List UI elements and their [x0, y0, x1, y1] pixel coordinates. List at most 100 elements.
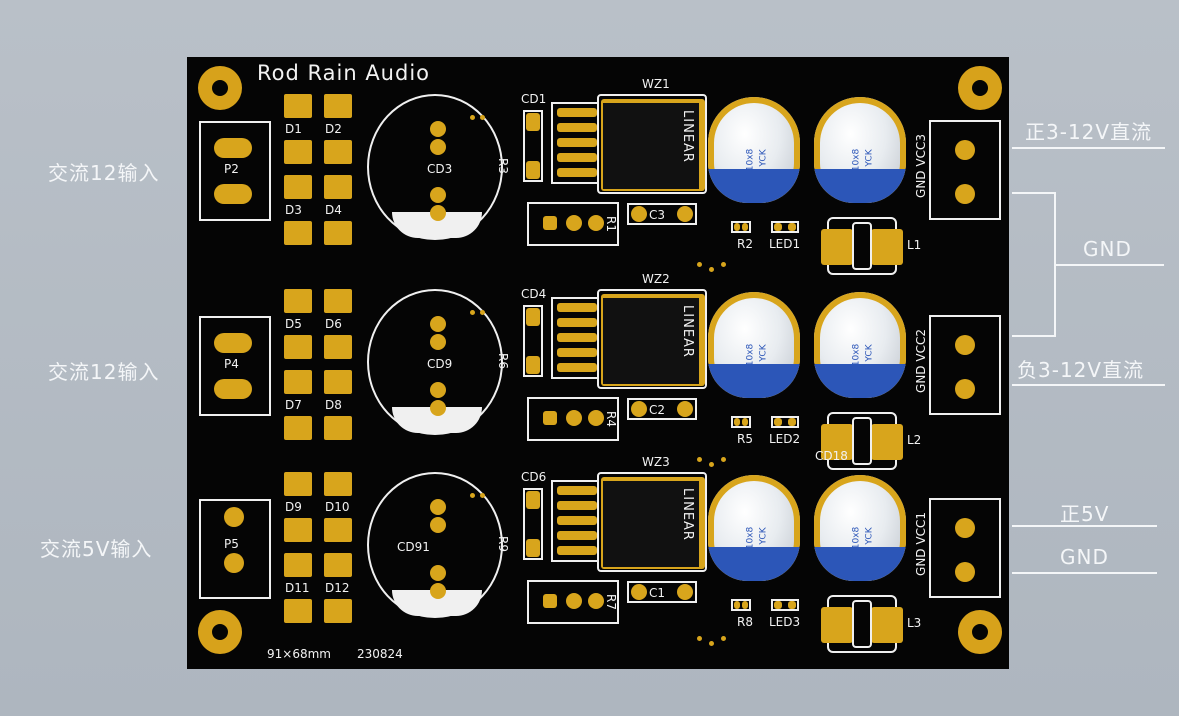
via	[470, 115, 475, 120]
inductor-coil	[852, 600, 872, 648]
bulk-cap-label: CD3	[427, 162, 453, 176]
cap-marking-brand: YCK	[864, 344, 875, 362]
diode-pad	[324, 416, 352, 440]
input-pad	[214, 333, 252, 353]
diode-label: D5	[285, 317, 302, 331]
bulk-cap-pin	[430, 517, 446, 533]
output-pin	[955, 562, 975, 582]
small-cap-pad	[526, 308, 540, 326]
small-cap-label: CD6	[521, 470, 547, 484]
via	[709, 462, 714, 467]
input-pad	[214, 184, 252, 204]
inductor-pad	[821, 229, 853, 265]
cap-marking-brand: YCK	[758, 344, 769, 362]
cap-small-pin	[631, 401, 647, 417]
diode-pad	[324, 599, 352, 623]
via	[721, 457, 726, 462]
inductor-pad	[821, 607, 853, 643]
output-pin	[955, 184, 975, 204]
cap-small-label: C2	[649, 403, 666, 417]
diode-pad	[284, 553, 312, 577]
regulator-lead	[557, 168, 597, 177]
small-cap-pad	[526, 113, 540, 131]
diode-pad	[324, 335, 352, 359]
regulator-label: WZ3	[642, 455, 670, 469]
diode-pad	[284, 370, 312, 394]
bulk-cap-pin	[430, 316, 446, 332]
resistor-a-label: R9	[495, 536, 510, 552]
resistor-b-pin	[566, 410, 582, 426]
led-pad	[774, 223, 782, 231]
via	[480, 493, 485, 498]
diode-pad	[284, 599, 312, 623]
input-label-1: 交流12输入	[48, 161, 160, 185]
cap-small-outline	[627, 581, 697, 603]
led-pad	[774, 418, 782, 426]
via	[721, 636, 726, 641]
mounting-hole-tl	[198, 66, 242, 110]
via	[709, 641, 714, 646]
extra-cap-label: CD18	[815, 449, 848, 463]
cap-marking-size: 10x8	[745, 526, 756, 550]
regulator-lead	[557, 333, 597, 342]
input-connector-outline	[199, 316, 271, 416]
resistor-c-label: R2	[737, 237, 753, 251]
resistor-b-outline	[527, 397, 619, 441]
resistor-c-label: R5	[737, 432, 753, 446]
output-neg-line	[1012, 384, 1165, 386]
regulator-lead	[557, 138, 597, 147]
electrolytic-cap	[708, 475, 800, 581]
led-label: LED1	[769, 237, 801, 251]
small-cap-pad	[526, 161, 540, 179]
inductor-coil	[852, 417, 872, 465]
diode-pad	[324, 94, 352, 118]
led-label: LED2	[769, 432, 801, 446]
diode-pad	[324, 370, 352, 394]
board-date: 230824	[357, 647, 403, 661]
diode-pad	[324, 289, 352, 313]
via	[697, 457, 702, 462]
input-pad	[214, 379, 252, 399]
cap-marking-brand: YCK	[758, 527, 769, 545]
resistor-c-pad	[742, 223, 748, 231]
inductor-label: L1	[907, 238, 922, 252]
output-pin	[955, 140, 975, 160]
cap-small-label: C1	[649, 586, 666, 600]
resistor-c-outline	[731, 221, 751, 233]
cap-small-label: C3	[649, 208, 666, 222]
diode-label: D1	[285, 122, 302, 136]
output-pin	[955, 518, 975, 538]
output-5v-label: 正5V	[1060, 502, 1110, 526]
led-pad	[788, 223, 796, 231]
led-pad	[788, 418, 796, 426]
regulator-lead	[557, 348, 597, 357]
mounting-hole-tr	[958, 66, 1002, 110]
resistor-b-outline	[527, 580, 619, 624]
cap-marking-size: 10x8	[745, 148, 756, 172]
cap-marking-size: 10x8	[745, 343, 756, 367]
bulk-cap-pin	[430, 205, 446, 221]
regulator-body	[603, 103, 699, 189]
output-pos-label: 正3-12V直流	[1025, 120, 1153, 144]
led-pad	[774, 601, 782, 609]
diode-pad	[324, 518, 352, 542]
cap-marking-brand: YCK	[758, 149, 769, 167]
gnd-bracket-bottom	[1012, 335, 1056, 337]
led-outline	[771, 221, 799, 233]
output-pin	[955, 335, 975, 355]
small-cap-outline	[523, 488, 543, 560]
bulk-cap-outline	[367, 289, 503, 435]
output-connector-outline	[929, 498, 1001, 598]
output-pin	[955, 379, 975, 399]
via	[480, 310, 485, 315]
regulator-lead	[557, 123, 597, 132]
output-gnd-label: GND	[1083, 237, 1132, 261]
regulator-lead	[557, 531, 597, 540]
bulk-cap-pin	[430, 121, 446, 137]
regulator-marking: LINEAR	[679, 305, 695, 358]
cap-small-pin	[677, 401, 693, 417]
regulator-outline	[597, 289, 707, 389]
diode-label: D9	[285, 500, 302, 514]
small-cap-label: CD1	[521, 92, 547, 106]
diode-pad	[284, 175, 312, 199]
